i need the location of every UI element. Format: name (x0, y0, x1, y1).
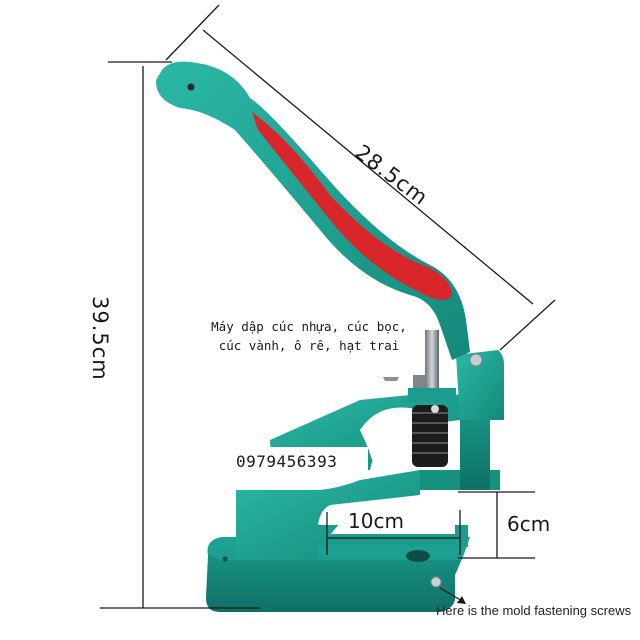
throat-label-bg (330, 512, 455, 535)
mold-screw-note: Here is the mold fastening screws (436, 603, 632, 618)
product-description: Máy dập cúc nhựa, cúc bọc, cúc vành, ô r… (203, 317, 415, 355)
handle-lever (155, 61, 470, 361)
spring (412, 405, 448, 467)
description-line-2: cúc vành, ô rê, hạt trai (218, 338, 400, 353)
ram (383, 330, 456, 402)
description-line-1: Máy dập cúc nhựa, cúc bọc, (211, 319, 407, 334)
arrow-head-icon (457, 596, 466, 604)
height-value: 39.5cm (88, 296, 112, 381)
phone-label-bg (228, 447, 368, 479)
throat-height-label: 6cm (507, 512, 551, 536)
dimension-lines (100, 4, 556, 609)
height-dimension-label: 39.5cm (88, 296, 112, 381)
throat-depth-label: 10cm (348, 509, 404, 533)
pivot-block (456, 350, 504, 420)
phone-number: 0979456393 (236, 452, 338, 471)
